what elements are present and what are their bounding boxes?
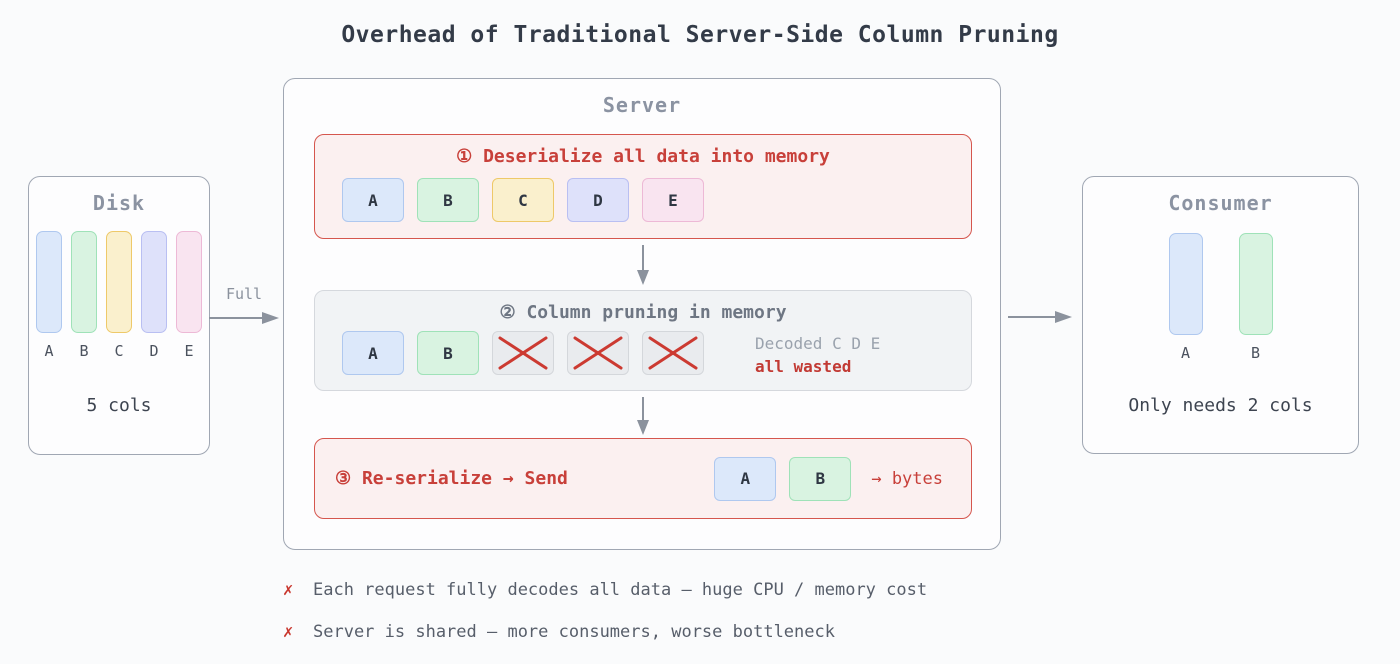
disk-box-title: Disk	[92, 191, 146, 215]
footnote-text: Each request fully decodes all data — hu…	[313, 580, 928, 600]
chip-a: A	[714, 456, 777, 501]
red-x-icon	[648, 336, 698, 370]
step3-reserialize: ③ Re-serialize → Send A B → bytes	[314, 438, 972, 519]
pruned-chip	[642, 331, 704, 375]
server-box: Server ① Deserialize all data into memor…	[283, 78, 1001, 550]
column-label: C	[114, 342, 124, 360]
consumer-box-title: Consumer	[1168, 191, 1273, 215]
disk-to-server-arrow: Full	[209, 285, 279, 330]
chip-b: B	[417, 178, 479, 222]
red-x-icon	[573, 336, 623, 370]
column-bar-d	[141, 231, 167, 333]
footnote-text: Server is shared — more consumers, worse…	[313, 622, 835, 642]
disk-column-c: C	[106, 231, 132, 360]
waste-note: Decoded C D E all wasted	[755, 331, 880, 378]
disk-column-b: B	[71, 231, 97, 360]
server-to-consumer-arrow	[1008, 311, 1072, 323]
column-label: A	[44, 342, 54, 360]
step2-pruning: ② Column pruning in memory A B	[314, 290, 972, 391]
chip-a: A	[342, 331, 404, 375]
down-arrow-icon	[637, 245, 649, 285]
column-label: B	[79, 342, 89, 360]
chip-b: B	[789, 456, 852, 501]
x-mark-icon: ✗	[283, 580, 294, 600]
disk-column-e: E	[176, 231, 202, 360]
column-bar-c	[106, 231, 132, 333]
disk-column-d: D	[141, 231, 167, 360]
disk-caption: 5 cols	[86, 395, 152, 416]
column-bar-e	[176, 231, 202, 333]
chip-d: D	[567, 178, 629, 222]
consumer-column-a: A	[1168, 233, 1203, 362]
waste-note-wasted: all wasted	[755, 357, 852, 376]
consumer-column-b: B	[1238, 233, 1273, 362]
pruned-chip	[567, 331, 629, 375]
down-arrow-icon	[637, 397, 649, 435]
x-mark-icon: ✗	[283, 622, 294, 642]
footnote-shared-server: ✗ Server is shared — more consumers, wor…	[283, 622, 835, 642]
consumer-box: Consumer A B Only needs 2 cols	[1082, 176, 1359, 454]
step3-chips: A B	[714, 456, 852, 501]
step3-title: ③ Re-serialize → Send	[335, 468, 568, 489]
consumer-caption: Only needs 2 cols	[1128, 395, 1313, 416]
step3-result: → bytes	[871, 468, 943, 489]
full-arrow-label: Full	[225, 285, 263, 303]
column-label: A	[1180, 344, 1191, 362]
column-bar-b	[71, 231, 97, 333]
footnote-cpu-cost: ✗ Each request fully decodes all data — …	[283, 580, 927, 600]
chip-c: C	[492, 178, 554, 222]
column-bar-b	[1238, 233, 1273, 335]
step1-chips: A B C D E	[342, 178, 704, 222]
column-label: B	[1250, 344, 1261, 362]
red-x-icon	[498, 336, 548, 370]
chip-b: B	[417, 331, 479, 375]
column-label: D	[149, 342, 159, 360]
right-arrow-icon	[209, 312, 279, 324]
column-bar-a	[36, 231, 62, 333]
waste-note-decoded: Decoded C D E	[755, 334, 881, 353]
server-box-title: Server	[602, 93, 682, 117]
disk-columns: A B C D E	[29, 231, 209, 360]
disk-box: Disk A B C D E 5 cols	[28, 176, 210, 455]
chip-e: E	[642, 178, 704, 222]
disk-column-a: A	[36, 231, 62, 360]
consumer-columns: A B	[1083, 233, 1358, 362]
step2-chips: A B	[342, 331, 880, 378]
step1-title: ① Deserialize all data into memory	[456, 146, 830, 167]
column-bar-a	[1168, 233, 1203, 335]
step2-title: ② Column pruning in memory	[499, 302, 787, 323]
pruned-chip	[492, 331, 554, 375]
diagram-title: Overhead of Traditional Server-Side Colu…	[341, 22, 1059, 48]
step1-deserialize: ① Deserialize all data into memory A B C…	[314, 134, 972, 239]
chip-a: A	[342, 178, 404, 222]
column-label: E	[184, 342, 194, 360]
